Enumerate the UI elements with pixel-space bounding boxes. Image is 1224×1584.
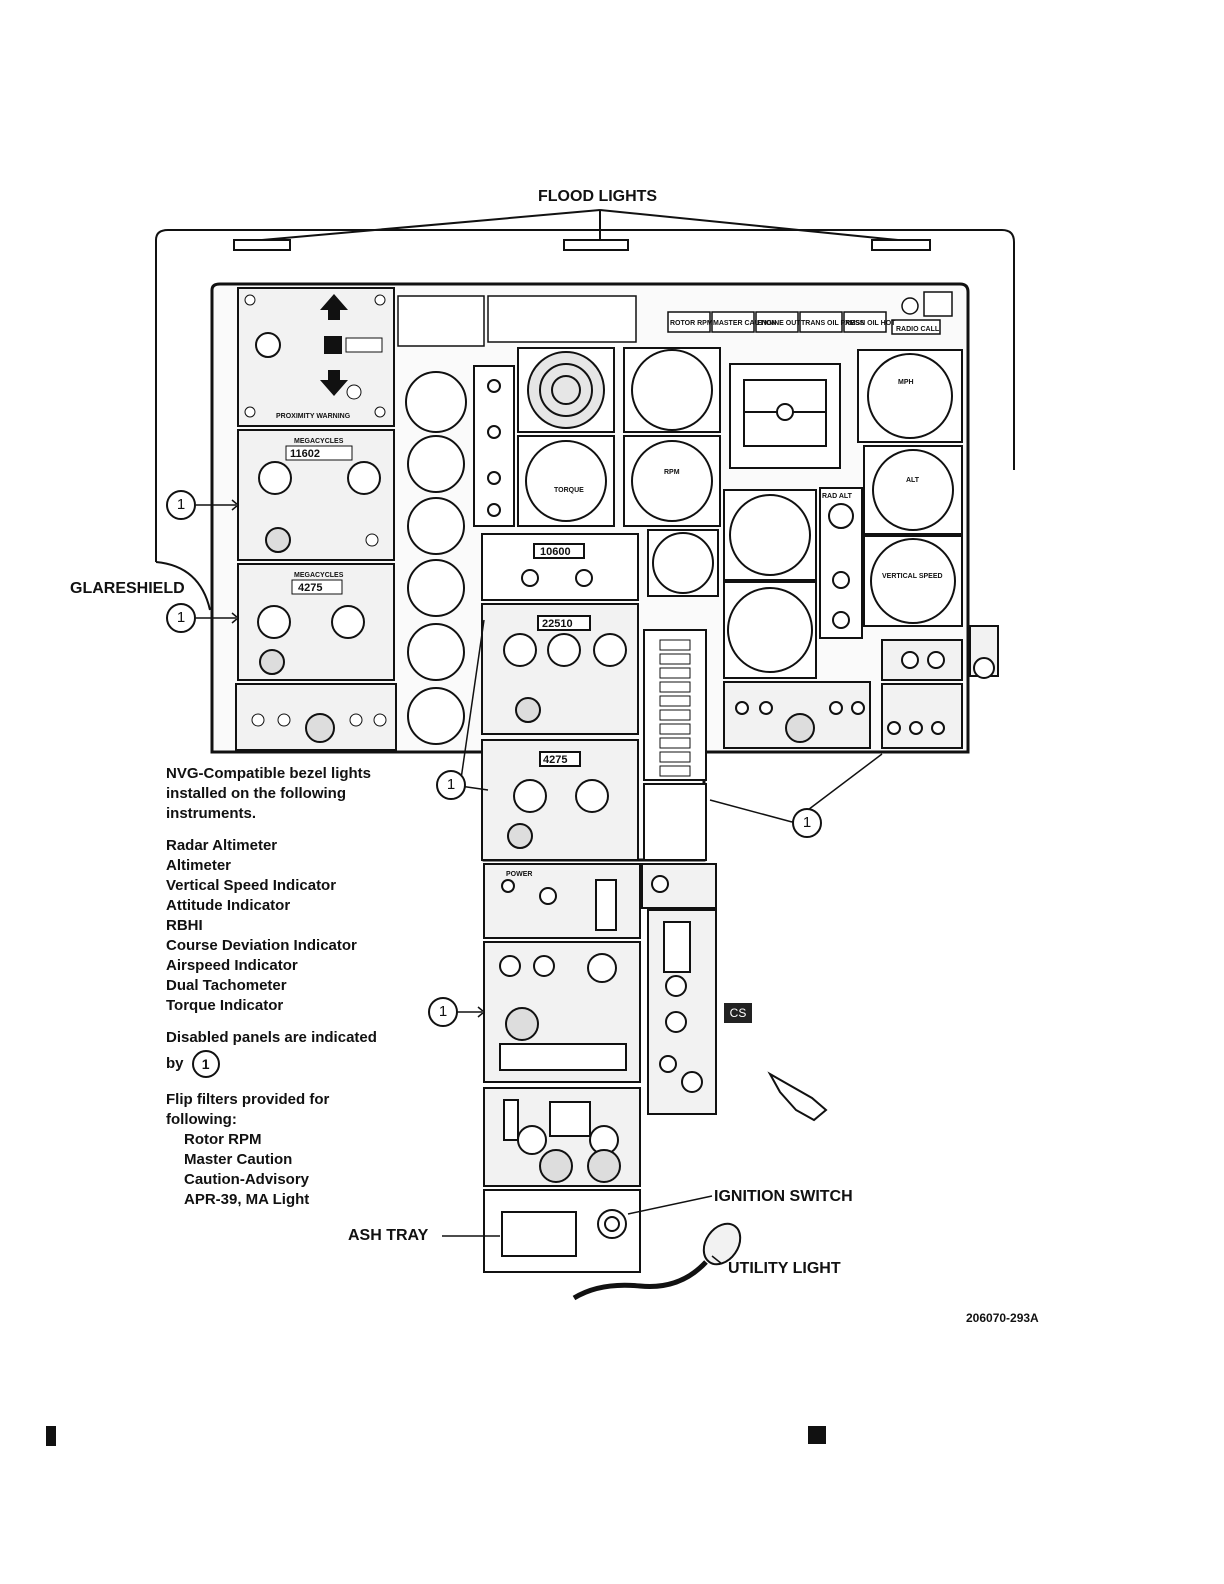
right-gauges (857, 349, 963, 627)
disabled-callout-symbol: 1 (191, 1050, 220, 1078)
power-caption: POWER (506, 871, 532, 878)
flip-item: APR-39, MA Light (184, 1191, 310, 1208)
radio-call-caption: RADIO CALL (896, 326, 940, 333)
nvg-heading-3: instruments. (166, 805, 257, 822)
flood-light-leaders (261, 209, 899, 241)
flood-light-fixtures (233, 239, 931, 251)
instrument-item: RBHI (166, 917, 203, 934)
frequency-readouts: 11602 4275 22510 4275 10600 (290, 448, 573, 766)
disabled-note-by: by 1 (166, 1050, 377, 1078)
nvg-heading-1: NVG-Compatible bezel lights (166, 765, 372, 782)
instrument-item: Attitude Indicator (166, 897, 291, 914)
freq-readout-4: 4275 (543, 754, 567, 766)
proximity-warning-panel (237, 287, 395, 427)
flip-item: Master Caution (184, 1151, 293, 1168)
pedestal (483, 863, 717, 1273)
label-leaders (442, 1195, 723, 1265)
transponder-readout: 10600 (540, 546, 571, 558)
center-gauges (517, 347, 721, 527)
flip-heading-1: Flip filters provided for (166, 1091, 330, 1108)
freq-readout-3: 22510 (542, 618, 573, 630)
uhf-radio-panel-1 (237, 429, 395, 561)
instrument-item: Vertical Speed Indicator (166, 877, 337, 894)
change-bar-right (808, 1426, 826, 1444)
master-caution-caption: MASTER CAUTION (713, 320, 776, 327)
change-bar-left (46, 1426, 56, 1446)
switch-column (473, 365, 515, 527)
disabled-note: Disabled panels are indicated (166, 1029, 377, 1046)
freq-readout-1: 11602 (290, 448, 320, 460)
engine-out-caption: ENGINE OUT (757, 320, 801, 327)
rotor-rpm-caption: ROTOR RPM (670, 320, 713, 327)
intercom-panel-left (235, 683, 397, 751)
glareshield-label: GLARESHIELD (70, 580, 185, 597)
figure-id: 206070-293A (966, 1311, 1039, 1325)
callout-1-center-stack: 1 (436, 770, 466, 800)
instrument-item: Altimeter (166, 857, 232, 874)
instrument-item: Radar Altimeter (166, 837, 278, 854)
mid-gauges (481, 487, 863, 679)
ash-tray-label: ASH TRAY (348, 1227, 429, 1244)
callout-1-radio-upper: 1 (166, 490, 196, 520)
alt-caption: ALT (906, 477, 920, 484)
utility-light (572, 1222, 742, 1301)
disabled-by-text: by (166, 1054, 184, 1072)
small-gauge-column (405, 371, 467, 745)
megacycles-caption-1: MEGACYCLES (294, 438, 344, 445)
mph-caption: MPH (898, 379, 914, 386)
flip-heading-2: following: (166, 1111, 237, 1128)
panel-annotations: ROTOR RPM MASTER CAUTION ENGINE OUT TRAN… (276, 320, 943, 878)
cs-badge: CS (724, 1003, 752, 1023)
xmsn-oil-hot-caption: XMSN OIL HOT (845, 320, 896, 327)
rpm-caption: RPM (664, 469, 680, 476)
callout-1-right-panel: 1 (792, 808, 822, 838)
notes-block: NVG-Compatible bezel lights installed on… (166, 764, 377, 1210)
uhf-radio-panel-2 (237, 563, 395, 681)
ignition-switch-label: IGNITION SWITCH (714, 1188, 853, 1205)
instrument-item: Torque Indicator (166, 997, 284, 1014)
ladder-indicator (659, 639, 691, 777)
proximity-warning-caption: PROXIMITY WARNING (276, 413, 351, 420)
glareshield-lower-curve (155, 561, 211, 611)
callout-1-radio-lower: 1 (166, 603, 196, 633)
instrument-item: Dual Tachometer (166, 977, 287, 994)
instrument-item: Course Deviation Indicator (166, 937, 357, 954)
attitude-indicator (729, 363, 841, 469)
callout-1-pedestal: 1 (428, 997, 458, 1027)
megacycles-caption-2: MEGACYCLES (294, 572, 344, 579)
freq-readout-2: 4275 (298, 582, 322, 594)
rad-alt-caption: RAD ALT (822, 493, 853, 500)
caution-strip (397, 295, 637, 347)
vertical-speed-caption: VERTICAL SPEED (882, 573, 943, 580)
nvg-heading-2: installed on the following (166, 785, 346, 802)
flip-item: Caution-Advisory (184, 1171, 310, 1188)
torque-caption: TORQUE (554, 487, 584, 494)
glareshield-outline (155, 229, 1015, 562)
flood-lights-label: FLOOD LIGHTS (538, 188, 658, 205)
right-lower-panels (723, 625, 999, 749)
trans-oil-press-caption: TRANS OIL PRESS (801, 320, 865, 327)
instrument-item: Airspeed Indicator (166, 957, 298, 974)
utility-light-label: UTILITY LIGHT (728, 1260, 841, 1277)
flip-item: Rotor RPM (184, 1131, 262, 1148)
caution-buttons (667, 291, 953, 335)
pointing-hand-icon (767, 1071, 828, 1122)
